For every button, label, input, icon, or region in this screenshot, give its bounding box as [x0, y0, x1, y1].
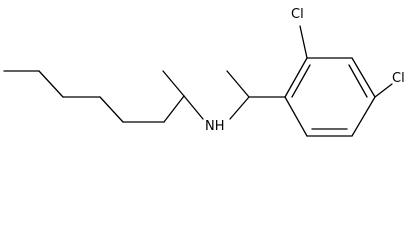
molecule-structure: NH Cl Cl	[3, 7, 405, 137]
atom-label-amine: NH	[205, 119, 225, 134]
bond-chain-4	[99, 96, 124, 123]
bond-n-to-ch	[229, 96, 250, 120]
ring-bond-1	[284, 57, 308, 98]
ring-bond-6	[284, 96, 308, 137]
ring-bond-1-inner	[291, 64, 311, 98]
ring-bond-4	[351, 96, 376, 137]
bond-methyl-right	[226, 70, 250, 98]
bond-cl-para	[374, 83, 393, 98]
atom-label-chlorine-ortho: Cl	[291, 7, 304, 22]
ring-bond-3-inner	[348, 64, 368, 98]
bond-methyl-left	[162, 70, 185, 97]
bond-chain-6	[163, 95, 185, 123]
bond-ch-to-n	[183, 95, 204, 120]
bond-cl-ortho	[299, 25, 308, 59]
bond-chain-2	[38, 70, 64, 98]
atom-label-chlorine-para: Cl	[392, 71, 405, 86]
ring-bond-3	[351, 57, 376, 98]
